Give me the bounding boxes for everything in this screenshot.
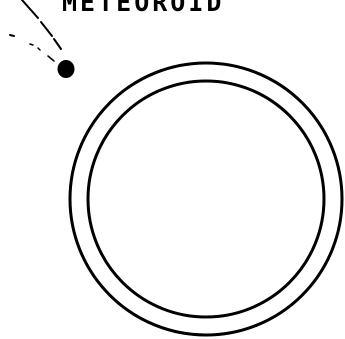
inner-wall-circle — [88, 81, 324, 317]
meteoroid-trail — [10, 0, 61, 61]
outer-shield-circle — [70, 63, 342, 335]
meteoroid-particle — [58, 60, 75, 78]
